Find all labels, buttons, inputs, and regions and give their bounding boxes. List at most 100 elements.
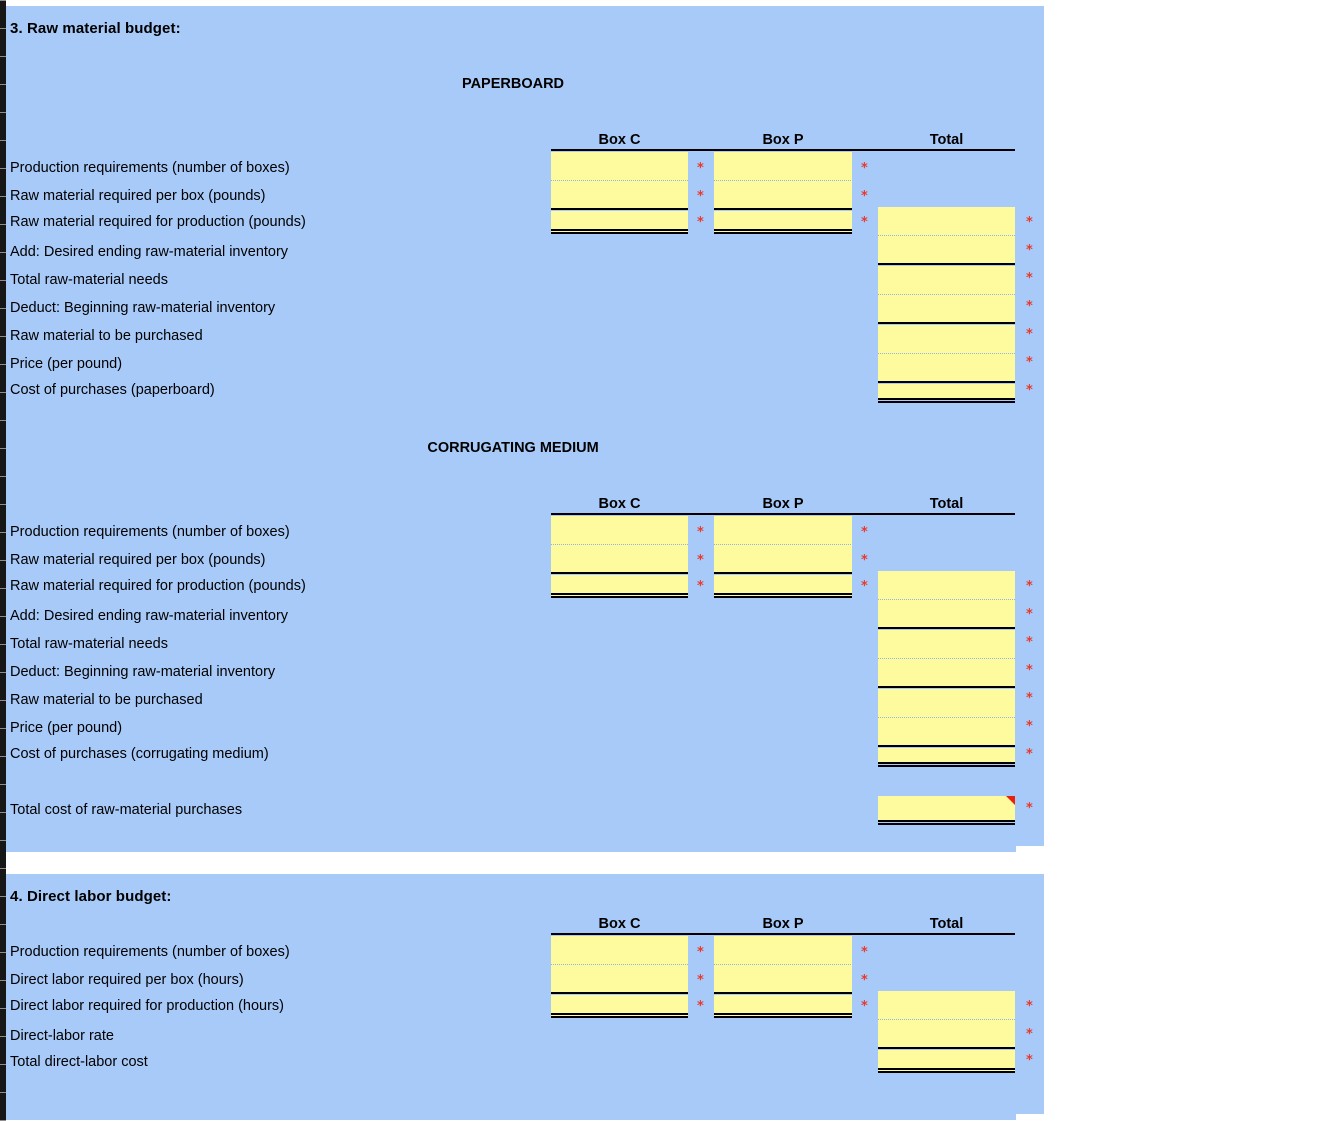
subtotal-rule — [714, 572, 852, 574]
required-marker: * — [861, 999, 868, 1014]
required-marker: * — [861, 579, 868, 594]
subtotal-rule — [551, 992, 688, 994]
column-header-box-c: Box C — [598, 916, 641, 932]
row-header-tick — [0, 392, 6, 393]
row-label: Raw material required for production (po… — [10, 214, 306, 230]
row-label: Raw material required per box (pounds) — [10, 188, 266, 204]
input-boxc-raw-material-for-production[interactable] — [551, 575, 688, 597]
row-header-gutter[interactable] — [0, 0, 6, 1121]
column-header-total: Total — [929, 496, 964, 512]
required-marker: * — [1026, 1053, 1033, 1068]
row-header-tick — [0, 140, 6, 141]
row-header-tick — [0, 784, 6, 785]
required-marker: * — [1026, 327, 1033, 342]
required-marker: * — [1026, 355, 1033, 370]
row-label: Direct labor required per box (hours) — [10, 972, 244, 988]
row-header-tick — [0, 672, 6, 673]
required-marker: * — [1026, 635, 1033, 650]
row-label: Total raw-material needs — [10, 636, 168, 652]
required-marker: * — [1026, 299, 1033, 314]
cell-separator — [878, 599, 1015, 600]
input-boxp-direct-labor-for-production[interactable] — [714, 995, 852, 1017]
worksheet-panel-section3-tail — [6, 846, 1016, 852]
row-label: Total direct-labor cost — [10, 1054, 148, 1070]
required-marker: * — [1026, 747, 1033, 762]
required-marker: * — [697, 525, 704, 540]
worksheet-panel-section4-tail — [6, 1114, 1016, 1120]
input-boxc-raw-material-for-production[interactable] — [551, 211, 688, 233]
required-marker: * — [861, 189, 868, 204]
cell-separator — [551, 180, 688, 181]
comment-indicator-icon[interactable] — [1006, 796, 1015, 805]
cell-separator — [551, 544, 688, 545]
row-label: Cost of purchases (corrugating medium) — [10, 746, 269, 762]
row-header-tick — [0, 560, 6, 561]
column-header-box-p: Box P — [762, 132, 804, 148]
row-label: Add: Desired ending raw-material invento… — [10, 244, 289, 260]
subtotal-rule — [714, 208, 852, 210]
row-header-tick — [0, 840, 6, 841]
row-header-tick — [0, 868, 6, 869]
required-marker: * — [861, 525, 868, 540]
input-boxp-raw-material-for-production[interactable] — [714, 211, 852, 233]
row-header-tick — [0, 112, 6, 113]
row-header-tick — [0, 504, 6, 505]
input-boxc-direct-labor-for-production[interactable] — [551, 995, 688, 1017]
cell-separator — [551, 964, 688, 965]
double-underline — [714, 1013, 852, 1018]
row-label: Raw material required for production (po… — [10, 578, 306, 594]
required-marker: * — [861, 215, 868, 230]
row-header-tick — [0, 224, 6, 225]
double-underline — [551, 593, 688, 598]
required-marker: * — [861, 973, 868, 988]
cell-separator — [878, 235, 1015, 236]
input-total-direct-labor-cost[interactable] — [878, 1050, 1015, 1072]
input-total-cost-of-purchases-corrugating-medium[interactable] — [878, 748, 1015, 763]
row-header-tick — [0, 952, 6, 953]
row-label: Cost of purchases (paperboard) — [10, 382, 215, 398]
column-header-total: Total — [929, 916, 964, 932]
column-header-box-c: Box C — [598, 496, 641, 512]
subtotal-rule — [878, 627, 1015, 629]
input-total-cost-of-purchases-paperboard[interactable] — [878, 384, 1015, 399]
subtotal-rule — [878, 686, 1015, 688]
row-header-tick — [0, 476, 6, 477]
row-header-tick — [0, 0, 6, 1]
row-header-tick — [0, 168, 6, 169]
row-label: Raw material to be purchased — [10, 328, 203, 344]
double-underline — [551, 229, 688, 234]
row-header-tick — [0, 196, 6, 197]
required-marker: * — [1026, 663, 1033, 678]
double-underline — [714, 229, 852, 234]
row-header-tick — [0, 252, 6, 253]
column-header-box-p: Box P — [762, 496, 804, 512]
row-label: Deduct: Beginning raw-material inventory — [10, 300, 276, 316]
row-header-tick — [0, 448, 6, 449]
column-header-total: Total — [929, 132, 964, 148]
input-boxp-raw-material-for-production[interactable] — [714, 575, 852, 597]
subtotal-rule — [878, 381, 1015, 383]
row-header-tick — [0, 1008, 6, 1009]
subtotal-rule — [878, 745, 1015, 747]
row-header-tick — [0, 84, 6, 85]
row-header-tick — [0, 812, 6, 813]
row-label: Production requirements (number of boxes… — [10, 160, 290, 176]
row-header-tick — [0, 756, 6, 757]
row-header-tick — [0, 700, 6, 701]
row-header-tick — [0, 1036, 6, 1037]
row-label: Price (per pound) — [10, 720, 123, 736]
cell-separator — [714, 180, 852, 181]
row-header-tick — [0, 56, 6, 57]
row-header-tick — [0, 588, 6, 589]
subsection-title-paperboard: PAPERBOARD — [461, 76, 565, 92]
row-header-tick — [0, 1064, 6, 1065]
required-marker: * — [1026, 607, 1033, 622]
row-label: Production requirements (number of boxes… — [10, 944, 290, 960]
worksheet-panel-section4 — [6, 874, 1044, 1114]
row-header-tick — [0, 336, 6, 337]
row-header-tick — [0, 924, 6, 925]
required-marker: * — [697, 215, 704, 230]
input-total-cost-of-raw-material-purchases[interactable] — [878, 796, 1015, 820]
cell-separator — [714, 544, 852, 545]
row-label: Production requirements (number of boxes… — [10, 524, 290, 540]
